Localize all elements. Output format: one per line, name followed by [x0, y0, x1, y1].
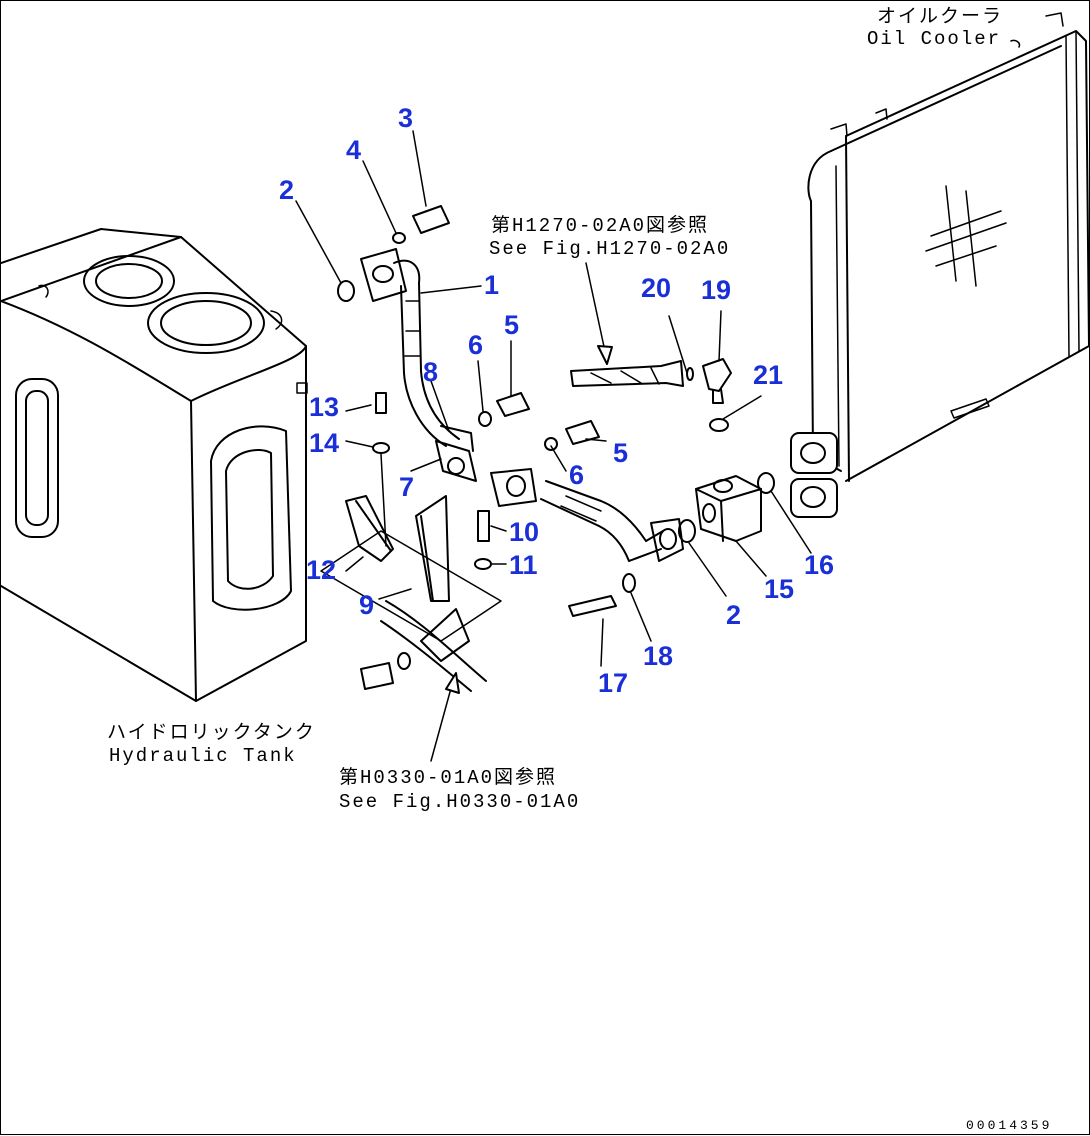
oil-cooler: [790, 12, 1090, 518]
callout-6: 6: [468, 330, 484, 360]
callout-5-b: 5: [613, 438, 629, 468]
callout-2-b: 2: [726, 600, 742, 630]
brackets: [320, 425, 537, 692]
callout-10: 10: [509, 517, 540, 547]
callout-18: 18: [643, 641, 674, 671]
callout-17: 17: [598, 668, 629, 698]
callout-14: 14: [309, 428, 340, 458]
reference-1-label-en: See Fig.H1270-02A0: [489, 238, 731, 260]
oil-cooler-label-jp: オイルクーラ: [877, 6, 1004, 28]
callout-15: 15: [764, 574, 795, 604]
callout-4: 4: [346, 135, 362, 165]
hydraulic-tank: [1, 228, 308, 702]
tank-label-jp: ハイドロリックタンク: [107, 722, 316, 744]
reference-2-label-en: See Fig.H0330-01A0: [339, 791, 581, 813]
document-id: 00014359: [966, 1118, 1053, 1133]
callout-21: 21: [753, 360, 784, 390]
reference-2-label-jp: 第H0330-01A0図参照: [339, 767, 558, 789]
callout-7: 7: [399, 472, 415, 502]
pipe-assembly: [337, 248, 696, 562]
callout-16: 16: [804, 550, 835, 580]
callout-12: 12: [306, 555, 337, 585]
tank-label-en: Hydraulic Tank: [109, 745, 297, 767]
reference-1-label-jp: 第H1270-02A0図参照: [491, 215, 710, 237]
callout-8: 8: [423, 357, 439, 387]
callout-6-b: 6: [569, 460, 585, 490]
callout-19: 19: [701, 275, 732, 305]
callout-2: 2: [279, 175, 295, 205]
fasteners: [372, 205, 636, 617]
callout-3: 3: [398, 103, 414, 133]
callout-20: 20: [641, 273, 672, 303]
leader-lines: [295, 130, 812, 762]
callout-13: 13: [309, 392, 340, 422]
callout-1: 1: [484, 270, 500, 300]
oil-cooler-label-en: Oil Cooler: [867, 28, 1002, 50]
hose-and-elbow: [570, 358, 732, 432]
callout-5: 5: [504, 310, 520, 340]
callout-11: 11: [509, 550, 538, 580]
callout-9: 9: [359, 590, 375, 620]
block-15: [695, 472, 775, 542]
